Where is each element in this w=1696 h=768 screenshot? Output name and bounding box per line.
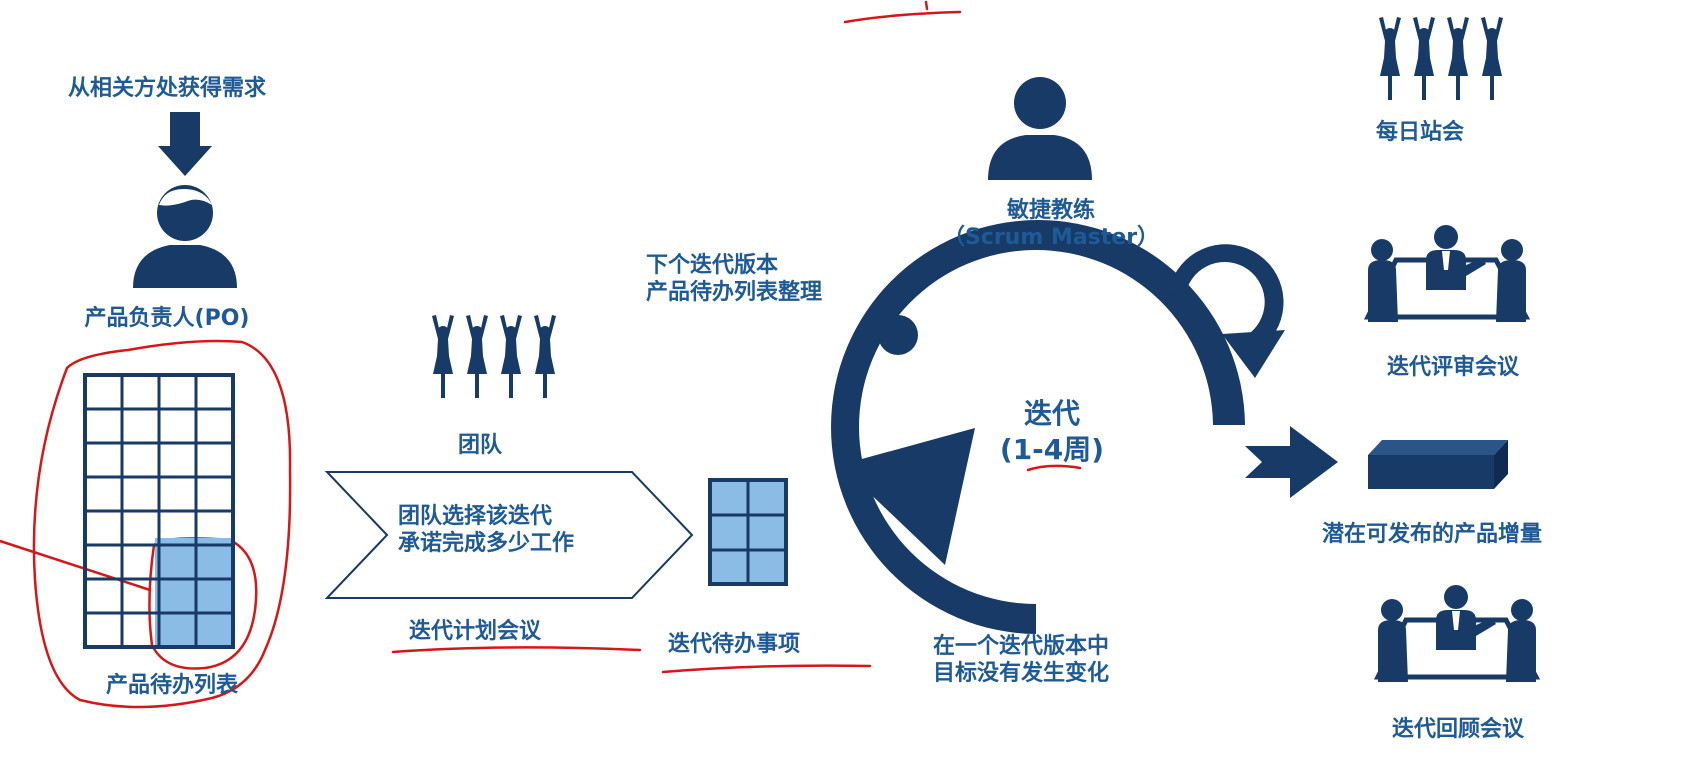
sprint-backlog-label: 迭代待办事项 [668, 632, 801, 657]
retrospective-meeting-icon [1378, 585, 1536, 682]
team-commit-line2: 承诺完成多少工作 [398, 531, 575, 556]
review-meeting-icon [1368, 225, 1526, 322]
chevron-arrow-icon [324, 471, 694, 599]
scrum-master-line2: （Scrum Master） [942, 225, 1160, 250]
standup-team-icon [1379, 17, 1503, 100]
arrow-right-icon [1245, 426, 1338, 498]
team-cheer-icon [432, 315, 556, 398]
team-label: 团队 [457, 433, 503, 458]
sprint-cycle-icon [831, 220, 1245, 634]
sprint-line2: (1-4周) [999, 433, 1105, 466]
refinement-line1: 下个迭代版本 [646, 253, 779, 278]
product-backlog-label: 产品待办列表 [105, 673, 239, 698]
sprint-planning-label: 迭代计划会议 [409, 619, 542, 644]
retrospective-label: 迭代回顾会议 [1391, 717, 1525, 742]
arrow-down-icon [158, 112, 212, 176]
product-owner-label: 产品负责人(PO) [84, 306, 250, 331]
daily-standup-label: 每日站会 [1376, 120, 1465, 145]
scrum-master-text: 敏捷教练 （Scrum Master） [943, 197, 1159, 251]
refinement-text: 下个迭代版本 产品待办列表整理 [646, 252, 822, 306]
sprint-backlog-grid-icon [708, 478, 788, 586]
no-change-text: 在一个迭代版本中 目标没有发生变化 [933, 633, 1109, 687]
sprint-center-text: 迭代 (1-4周) [1000, 396, 1104, 468]
team-commit-line1: 团队选择该迭代 [398, 504, 553, 529]
sprint-line1: 迭代 [1023, 397, 1080, 430]
small-cycle-arrow-icon [1168, 244, 1285, 378]
sprint-review-label: 迭代评审会议 [1386, 355, 1520, 380]
no-change-line2: 目标没有发生变化 [933, 661, 1110, 686]
scrum-master-line1: 敏捷教练 [1006, 198, 1096, 223]
requirements-label: 从相关方处获得需求 [67, 76, 267, 101]
refinement-line2: 产品待办列表整理 [646, 280, 823, 305]
scrum-master-icon [988, 77, 1092, 180]
no-change-line1: 在一个迭代版本中 [933, 634, 1110, 659]
increment-label: 潜在可发布的产品增量 [1322, 522, 1543, 547]
team-commit-text: 团队选择该迭代 承诺完成多少工作 [398, 503, 574, 557]
product-backlog-grid-icon [83, 373, 235, 649]
product-owner-icon [133, 185, 237, 288]
product-block-icon [1368, 440, 1508, 489]
